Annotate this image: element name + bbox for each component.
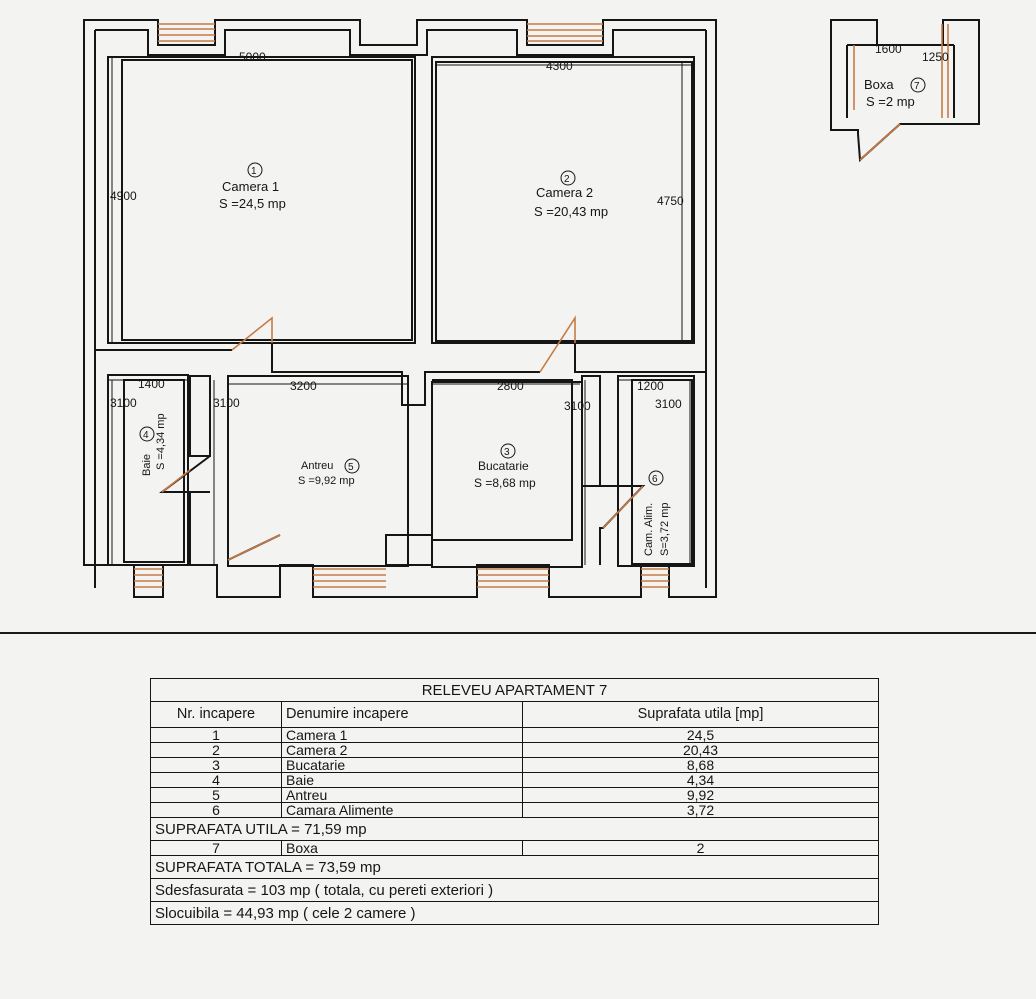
releveu-table: RELEVEU APARTAMENT 7 Nr. incapere Denumi… [150, 678, 879, 925]
dimension-lines [108, 56, 694, 565]
room-camera-2 [431, 56, 695, 344]
header-nr: Nr. incapere [150, 701, 282, 728]
svg-text:S=3,72 mp: S=3,72 mp [659, 502, 671, 556]
floor-plan: 5000 4900 4300 4750 1400 3100 3200 3100 … [83, 19, 980, 598]
label-camera-1: 1 Camera 1 S =24,5 mp [219, 162, 286, 211]
room-camara [617, 375, 695, 567]
room-baie [107, 374, 189, 566]
table-title: RELEVEU APARTAMENT 7 [150, 678, 879, 702]
suprafata-totala: SUPRAFATA TOTALA = 73,59 mp [150, 855, 879, 879]
svg-text:4: 4 [143, 430, 149, 441]
room-antreu [227, 375, 409, 567]
svg-text:S =20,43 mp: S =20,43 mp [534, 204, 608, 219]
svg-text:3: 3 [504, 447, 510, 458]
slocuibila: Slocuibila = 44,93 mp ( cele 2 camere ) [150, 901, 879, 925]
dim-boxa-width: 1600 [875, 42, 902, 56]
svg-text:Cam. Alim.: Cam. Alim. [643, 503, 655, 556]
label-camara: 6 Cam. Alim. S=3,72 mp [643, 470, 671, 556]
dim-camera2-width: 4300 [546, 59, 573, 73]
label-boxa: Boxa 7 S =2 mp [864, 77, 926, 109]
svg-text:Bucatarie: Bucatarie [478, 459, 529, 473]
dim-boxa-height: 1250 [922, 50, 949, 64]
label-antreu: 5 Antreu S =9,92 mp [298, 458, 360, 487]
section-divider [0, 632, 1036, 634]
table-header-row: Nr. incapere Denumire incapere Suprafata… [150, 701, 879, 728]
dim-baie-width: 1400 [138, 377, 165, 391]
dim-bucatarie-width: 2800 [497, 379, 524, 393]
dim-antreu-height: 3100 [213, 396, 240, 410]
svg-text:1: 1 [251, 166, 257, 177]
svg-text:S =24,5 mp: S =24,5 mp [219, 196, 286, 211]
svg-text:2: 2 [564, 174, 570, 185]
svg-text:S =4,34 mp: S =4,34 mp [155, 413, 167, 470]
svg-text:S =2 mp: S =2 mp [866, 94, 915, 109]
door-arc-camera-2 [539, 315, 576, 373]
dim-baie-height: 3100 [110, 396, 137, 410]
svg-text:6: 6 [652, 474, 658, 485]
door-arc-camera-1 [231, 316, 273, 351]
svg-text:Baie: Baie [141, 454, 153, 476]
dim-camara-width: 1200 [637, 379, 664, 393]
dim-bucatarie-height: 3100 [564, 399, 591, 413]
windows-doors [134, 23, 669, 588]
dim-camera2-height: 4750 [657, 194, 684, 208]
dim-antreu-width: 3200 [290, 379, 317, 393]
sdesfasurata: Sdesfasurata = 103 mp ( totala, cu peret… [150, 878, 879, 902]
svg-text:Antreu: Antreu [301, 460, 333, 472]
svg-text:S =8,68 mp: S =8,68 mp [474, 476, 536, 490]
svg-text:Camera 1: Camera 1 [222, 179, 279, 194]
svg-text:7: 7 [914, 81, 920, 92]
label-bucatarie: 3 Bucatarie S =8,68 mp [474, 443, 536, 490]
svg-text:Camera 2: Camera 2 [536, 185, 593, 200]
dim-camera1-height: 4900 [110, 189, 137, 203]
header-denumire: Denumire incapere [281, 701, 523, 728]
dim-camera1-width: 5000 [239, 50, 266, 64]
header-suprafata: Suprafata utila [mp] [522, 701, 879, 728]
label-baie: 4 Baie S =4,34 mp [139, 413, 167, 476]
svg-text:Boxa: Boxa [864, 77, 894, 92]
dim-camara-height: 3100 [655, 397, 682, 411]
label-camera-2: 2 Camera 2 S =20,43 mp [534, 170, 608, 219]
room-boxa [830, 19, 980, 163]
suprafata-utila: SUPRAFATA UTILA = 71,59 mp [150, 817, 879, 841]
svg-text:S =9,92 mp: S =9,92 mp [298, 475, 355, 487]
boxa-lines [853, 24, 949, 161]
walls [83, 19, 717, 598]
svg-text:5: 5 [348, 462, 354, 473]
